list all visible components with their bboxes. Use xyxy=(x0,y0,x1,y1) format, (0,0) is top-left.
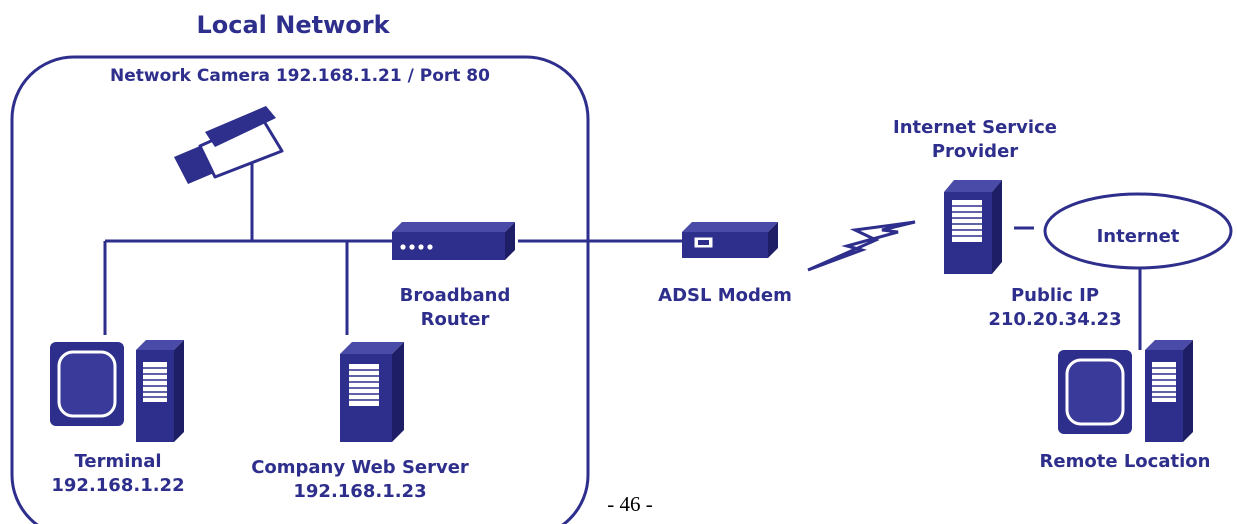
terminal-label-line2: 192.168.1.22 xyxy=(51,475,185,496)
modem-icon xyxy=(682,222,778,258)
terminal-label-line1: Terminal xyxy=(74,451,162,472)
remote-tower-icon xyxy=(1144,339,1194,443)
local-network-title: Local Network xyxy=(196,11,390,39)
connection-lines xyxy=(103,173,1142,350)
web-server-label: Company Web Server 192.168.1.23 xyxy=(240,456,480,504)
router-label: Broadband Router xyxy=(370,284,540,332)
public-ip-label: Public IP 210.20.34.23 xyxy=(980,284,1130,332)
remote-monitor-icon xyxy=(1056,348,1134,436)
isp-label: Internet Service Provider xyxy=(840,116,1110,164)
router-icon xyxy=(392,222,515,260)
internet-label: Internet xyxy=(1096,226,1180,247)
local-network-boundary xyxy=(10,55,590,524)
isp-label-line1: Internet Service xyxy=(893,117,1057,138)
web-server-label-line2: 192.168.1.23 xyxy=(293,481,427,502)
lightning-icon xyxy=(807,220,916,272)
terminal-tower-icon xyxy=(135,339,185,443)
remote-label: Remote Location xyxy=(1039,451,1211,472)
public-ip-line1: Public IP xyxy=(1010,285,1100,306)
web-server-label-line1: Company Web Server xyxy=(251,457,469,478)
isp-label-line2: Provider xyxy=(931,141,1019,162)
public-ip-line2: 210.20.34.23 xyxy=(988,309,1122,330)
camera-icon xyxy=(174,106,284,184)
camera-label: Network Camera 192.168.1.21 / Port 80 xyxy=(110,66,490,86)
page-number: - 46 - xyxy=(607,492,653,516)
isp-server-icon xyxy=(944,180,1002,274)
terminal-label: Terminal 192.168.1.22 xyxy=(38,450,198,498)
modem-label: ADSL Modem xyxy=(658,285,792,306)
terminal-monitor-icon xyxy=(48,340,126,428)
internet-ellipse xyxy=(1043,192,1233,270)
router-label-line2: Router xyxy=(420,309,490,330)
router-label-line1: Broadband xyxy=(399,285,511,306)
web-server-icon xyxy=(340,342,404,442)
